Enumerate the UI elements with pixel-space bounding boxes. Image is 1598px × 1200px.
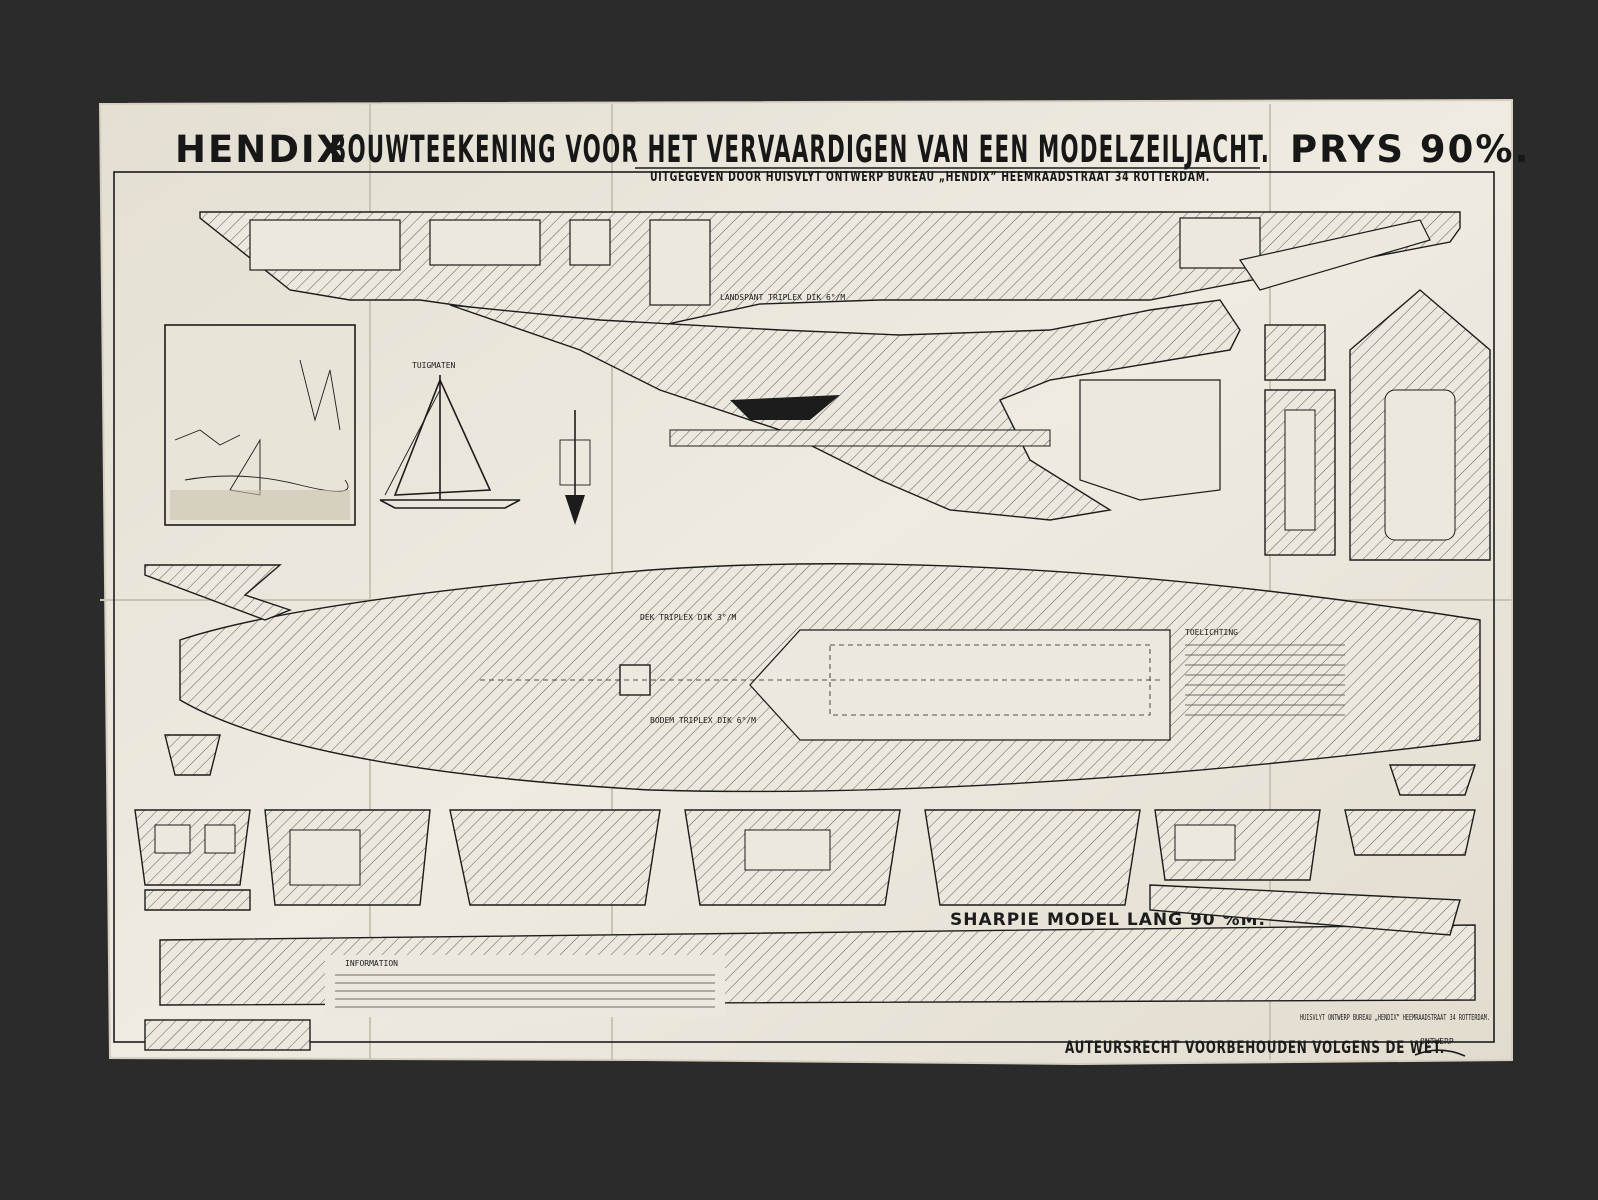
ontwerp-label: ONTWERP — [1420, 1037, 1454, 1046]
sail-plan: TUIGMATEN — [379, 361, 591, 525]
copyright-label: AUTEURSRECHT VOORBEHOUDEN VOLGENS DE WET… — [1065, 1038, 1445, 1058]
landspant-label: LANDSPANT TRIPLEX DIK 6°/M — [720, 293, 845, 302]
timber-diagram — [669, 395, 1051, 447]
drawing-frame — [113, 171, 1495, 1043]
right-parts — [1264, 289, 1491, 561]
frames-row — [134, 764, 1476, 911]
toelichting-lines — [1185, 644, 1345, 716]
kielplank — [1149, 884, 1461, 936]
publisher-block: HUISVLYT ONTWERP BUREAU „HENDIX” HEEMRAA… — [1300, 1013, 1490, 1022]
signature — [1414, 1049, 1466, 1057]
title-left: HENDIX — [175, 128, 347, 171]
title-price: PRYS 90%. — [1290, 128, 1531, 171]
spant-1 — [164, 734, 221, 776]
tuigmaten-label: TUIGMATEN — [412, 361, 456, 370]
toelichting-label: TOELICHTING — [1185, 628, 1238, 637]
sharpie-label: SHARPIE MODEL LANG 90 %M. — [950, 910, 1266, 930]
subtitle: UITGEGEVEN DOOR HUISVLYT ONTWERP BUREAU … — [650, 170, 1210, 185]
dek-label: DEK TRIPLEX DIK 3°/M — [640, 613, 737, 622]
title-main: BOUWTEEKENING VOOR HET VERVAARDIGEN VAN … — [330, 128, 1270, 171]
deck-plan: DEK TRIPLEX DIK 3°/M BODEM TRIPLEX DIK 6… — [179, 563, 1481, 793]
illustration-box — [164, 324, 356, 526]
profile-parts — [199, 211, 1461, 331]
information-label: INFORMATION — [345, 959, 398, 968]
stem-piece — [144, 564, 293, 621]
deel-plank — [144, 1019, 311, 1051]
information-lines — [335, 974, 715, 1008]
bodem-label: BODEM TRIPLEX DIK 6°/M — [650, 716, 756, 725]
